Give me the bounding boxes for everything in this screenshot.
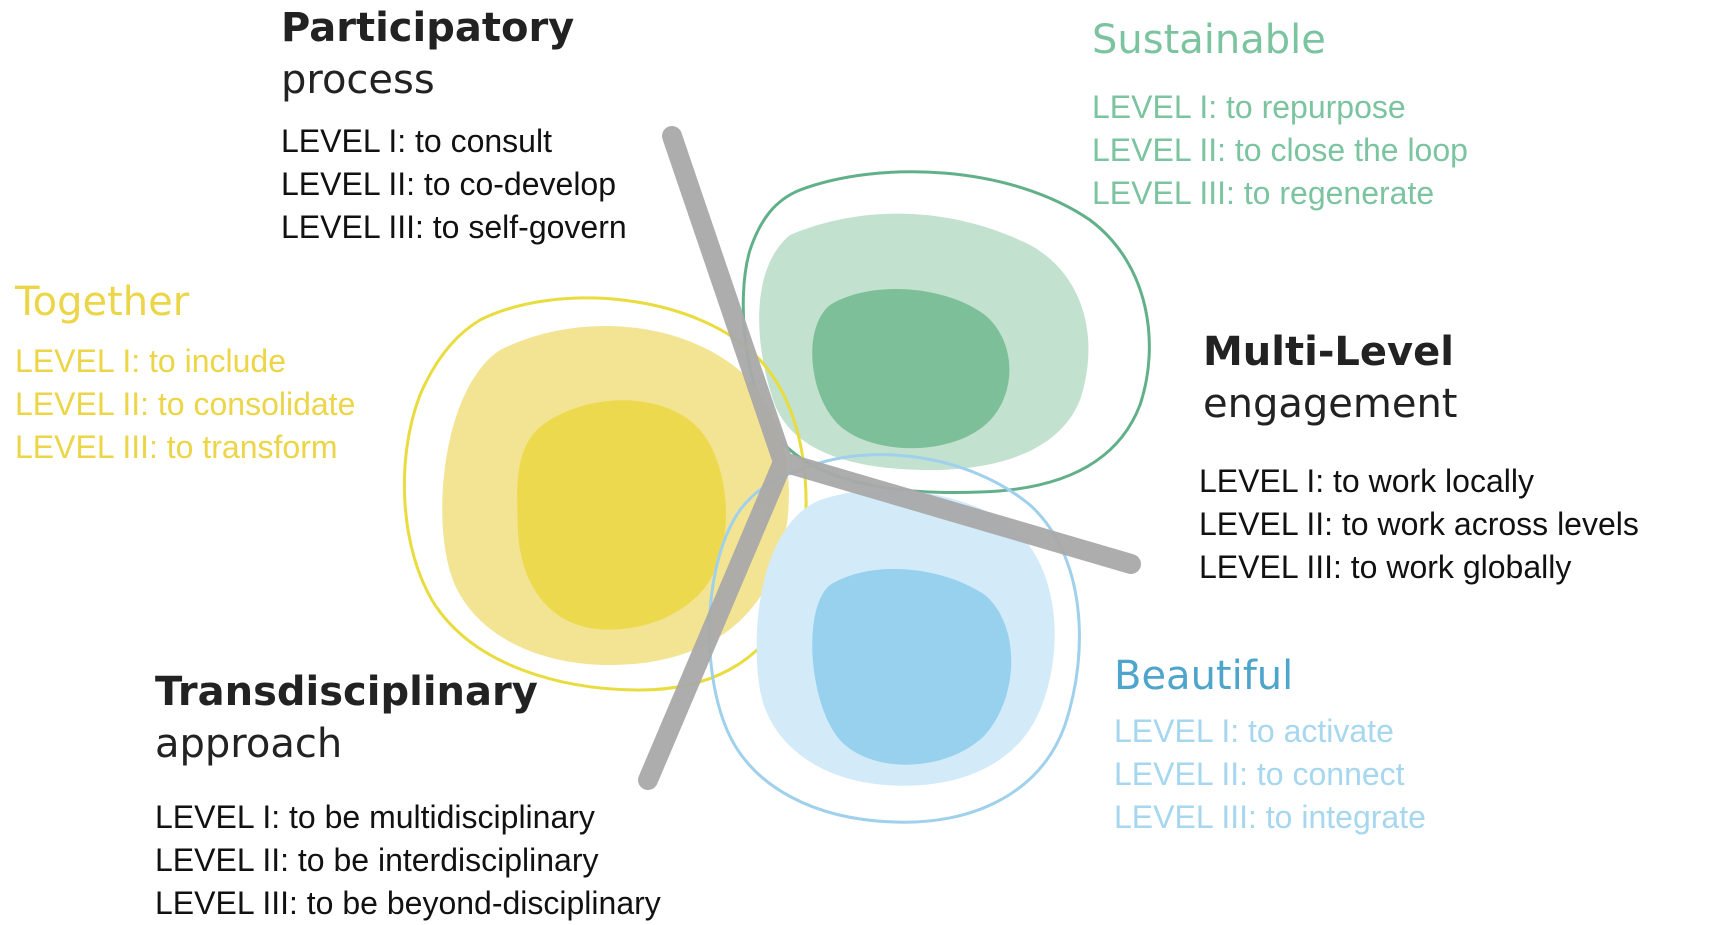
participatory-subtitle: process (281, 57, 435, 103)
yellow-blob-dark (517, 400, 727, 630)
blue-blob-dark (812, 568, 1012, 765)
sustainable-level-1: LEVEL I: to repurpose (1092, 89, 1406, 125)
green-blob-outline (741, 170, 1151, 494)
sustainable-level-2: LEVEL II: to close the loop (1092, 132, 1468, 168)
participatory-block: Participatory process LEVEL I: to consul… (281, 2, 627, 249)
multilevel-level-3: LEVEL III: to work globally (1199, 549, 1572, 585)
participatory-level-2: LEVEL II: to co-develop (281, 166, 617, 202)
transdisciplinary-levels: LEVEL I: to be multidisciplinary LEVEL I… (155, 796, 661, 925)
participatory-level-3: LEVEL III: to self-govern (281, 209, 627, 245)
together-level-1: LEVEL I: to include (15, 343, 286, 379)
together-level-3: LEVEL III: to transform (15, 429, 338, 465)
participatory-title: Participatory (281, 5, 575, 51)
sustainable-title: Sustainable (1092, 17, 1326, 63)
together-levels: LEVEL I: to include LEVEL II: to consoli… (15, 340, 355, 469)
transdisciplinary-level-1: LEVEL I: to be multidisciplinary (155, 799, 595, 835)
transdisciplinary-level-3: LEVEL III: to be beyond-disciplinary (155, 885, 661, 921)
participatory-levels: LEVEL I: to consult LEVEL II: to co-deve… (281, 120, 627, 249)
sustainable-level-3: LEVEL III: to regenerate (1092, 175, 1435, 211)
transdisciplinary-subtitle: approach (155, 721, 343, 767)
multilevel-levels: LEVEL I: to work locally LEVEL II: to wo… (1199, 460, 1639, 589)
transdisciplinary-block: Transdisciplinary approach (155, 666, 538, 770)
participatory-level-1: LEVEL I: to consult (281, 123, 552, 159)
multilevel-subtitle: engagement (1203, 381, 1458, 427)
multilevel-level-2: LEVEL II: to work across levels (1199, 506, 1639, 542)
beautiful-level-3: LEVEL III: to integrate (1114, 799, 1426, 835)
divider-arms (638, 126, 1141, 790)
beautiful-level-1: LEVEL I: to activate (1114, 713, 1394, 749)
beautiful-title: Beautiful (1114, 653, 1294, 699)
transdisciplinary-level-2: LEVEL II: to be interdisciplinary (155, 842, 599, 878)
multilevel-level-1: LEVEL I: to work locally (1199, 463, 1534, 499)
multilevel-title: Multi-Level (1203, 329, 1454, 375)
blue-blob-outline (707, 453, 1081, 824)
transdisciplinary-title: Transdisciplinary (155, 669, 538, 715)
multilevel-block: Multi-Level engagement (1203, 326, 1457, 430)
beautiful-levels: LEVEL I: to activate LEVEL II: to connec… (1114, 710, 1426, 839)
green-blob-dark (812, 288, 1010, 449)
beautiful-level-2: LEVEL II: to connect (1114, 756, 1405, 792)
together-level-2: LEVEL II: to consolidate (15, 386, 356, 422)
sustainable-levels: LEVEL I: to repurpose LEVEL II: to close… (1092, 86, 1468, 215)
together-block: Together LEVEL I: to include LEVEL II: t… (15, 276, 355, 469)
beautiful-block: Beautiful LEVEL I: to activate LEVEL II:… (1114, 650, 1426, 839)
sustainable-block: Sustainable LEVEL I: to repurpose LEVEL … (1092, 14, 1468, 215)
together-title: Together (15, 279, 190, 325)
